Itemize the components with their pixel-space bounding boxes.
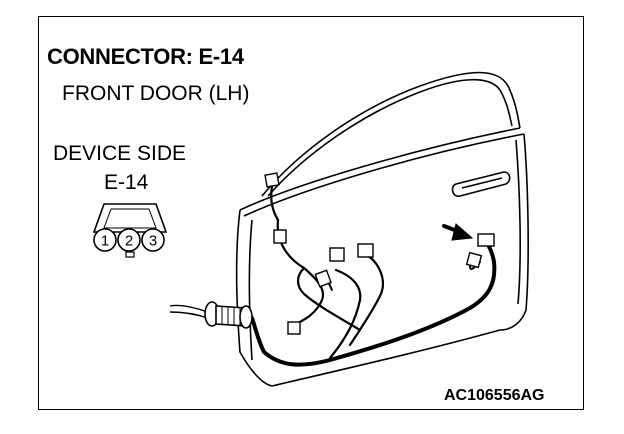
harness-connectors [264, 172, 495, 335]
figure-id: AC106556AG [444, 387, 545, 404]
pin-2-label: 2 [125, 233, 133, 250]
door-panel [235, 71, 529, 387]
door-grommet [169, 301, 253, 329]
pin-1-label: 1 [101, 233, 109, 250]
connector-location: FRONT DOOR (LH) [62, 82, 250, 105]
diagram-frame [38, 16, 584, 410]
connector-pins: 1 2 3 [93, 228, 165, 252]
wire-harness [250, 184, 497, 367]
pointer-arrow-icon [442, 223, 474, 241]
pin-3-label: 3 [149, 233, 157, 250]
device-code-label: E-14 [104, 171, 149, 194]
device-side-label: DEVICE SIDE [53, 142, 187, 165]
connector-face-icon [92, 203, 168, 258]
connector-title: CONNECTOR: E-14 [47, 44, 244, 69]
